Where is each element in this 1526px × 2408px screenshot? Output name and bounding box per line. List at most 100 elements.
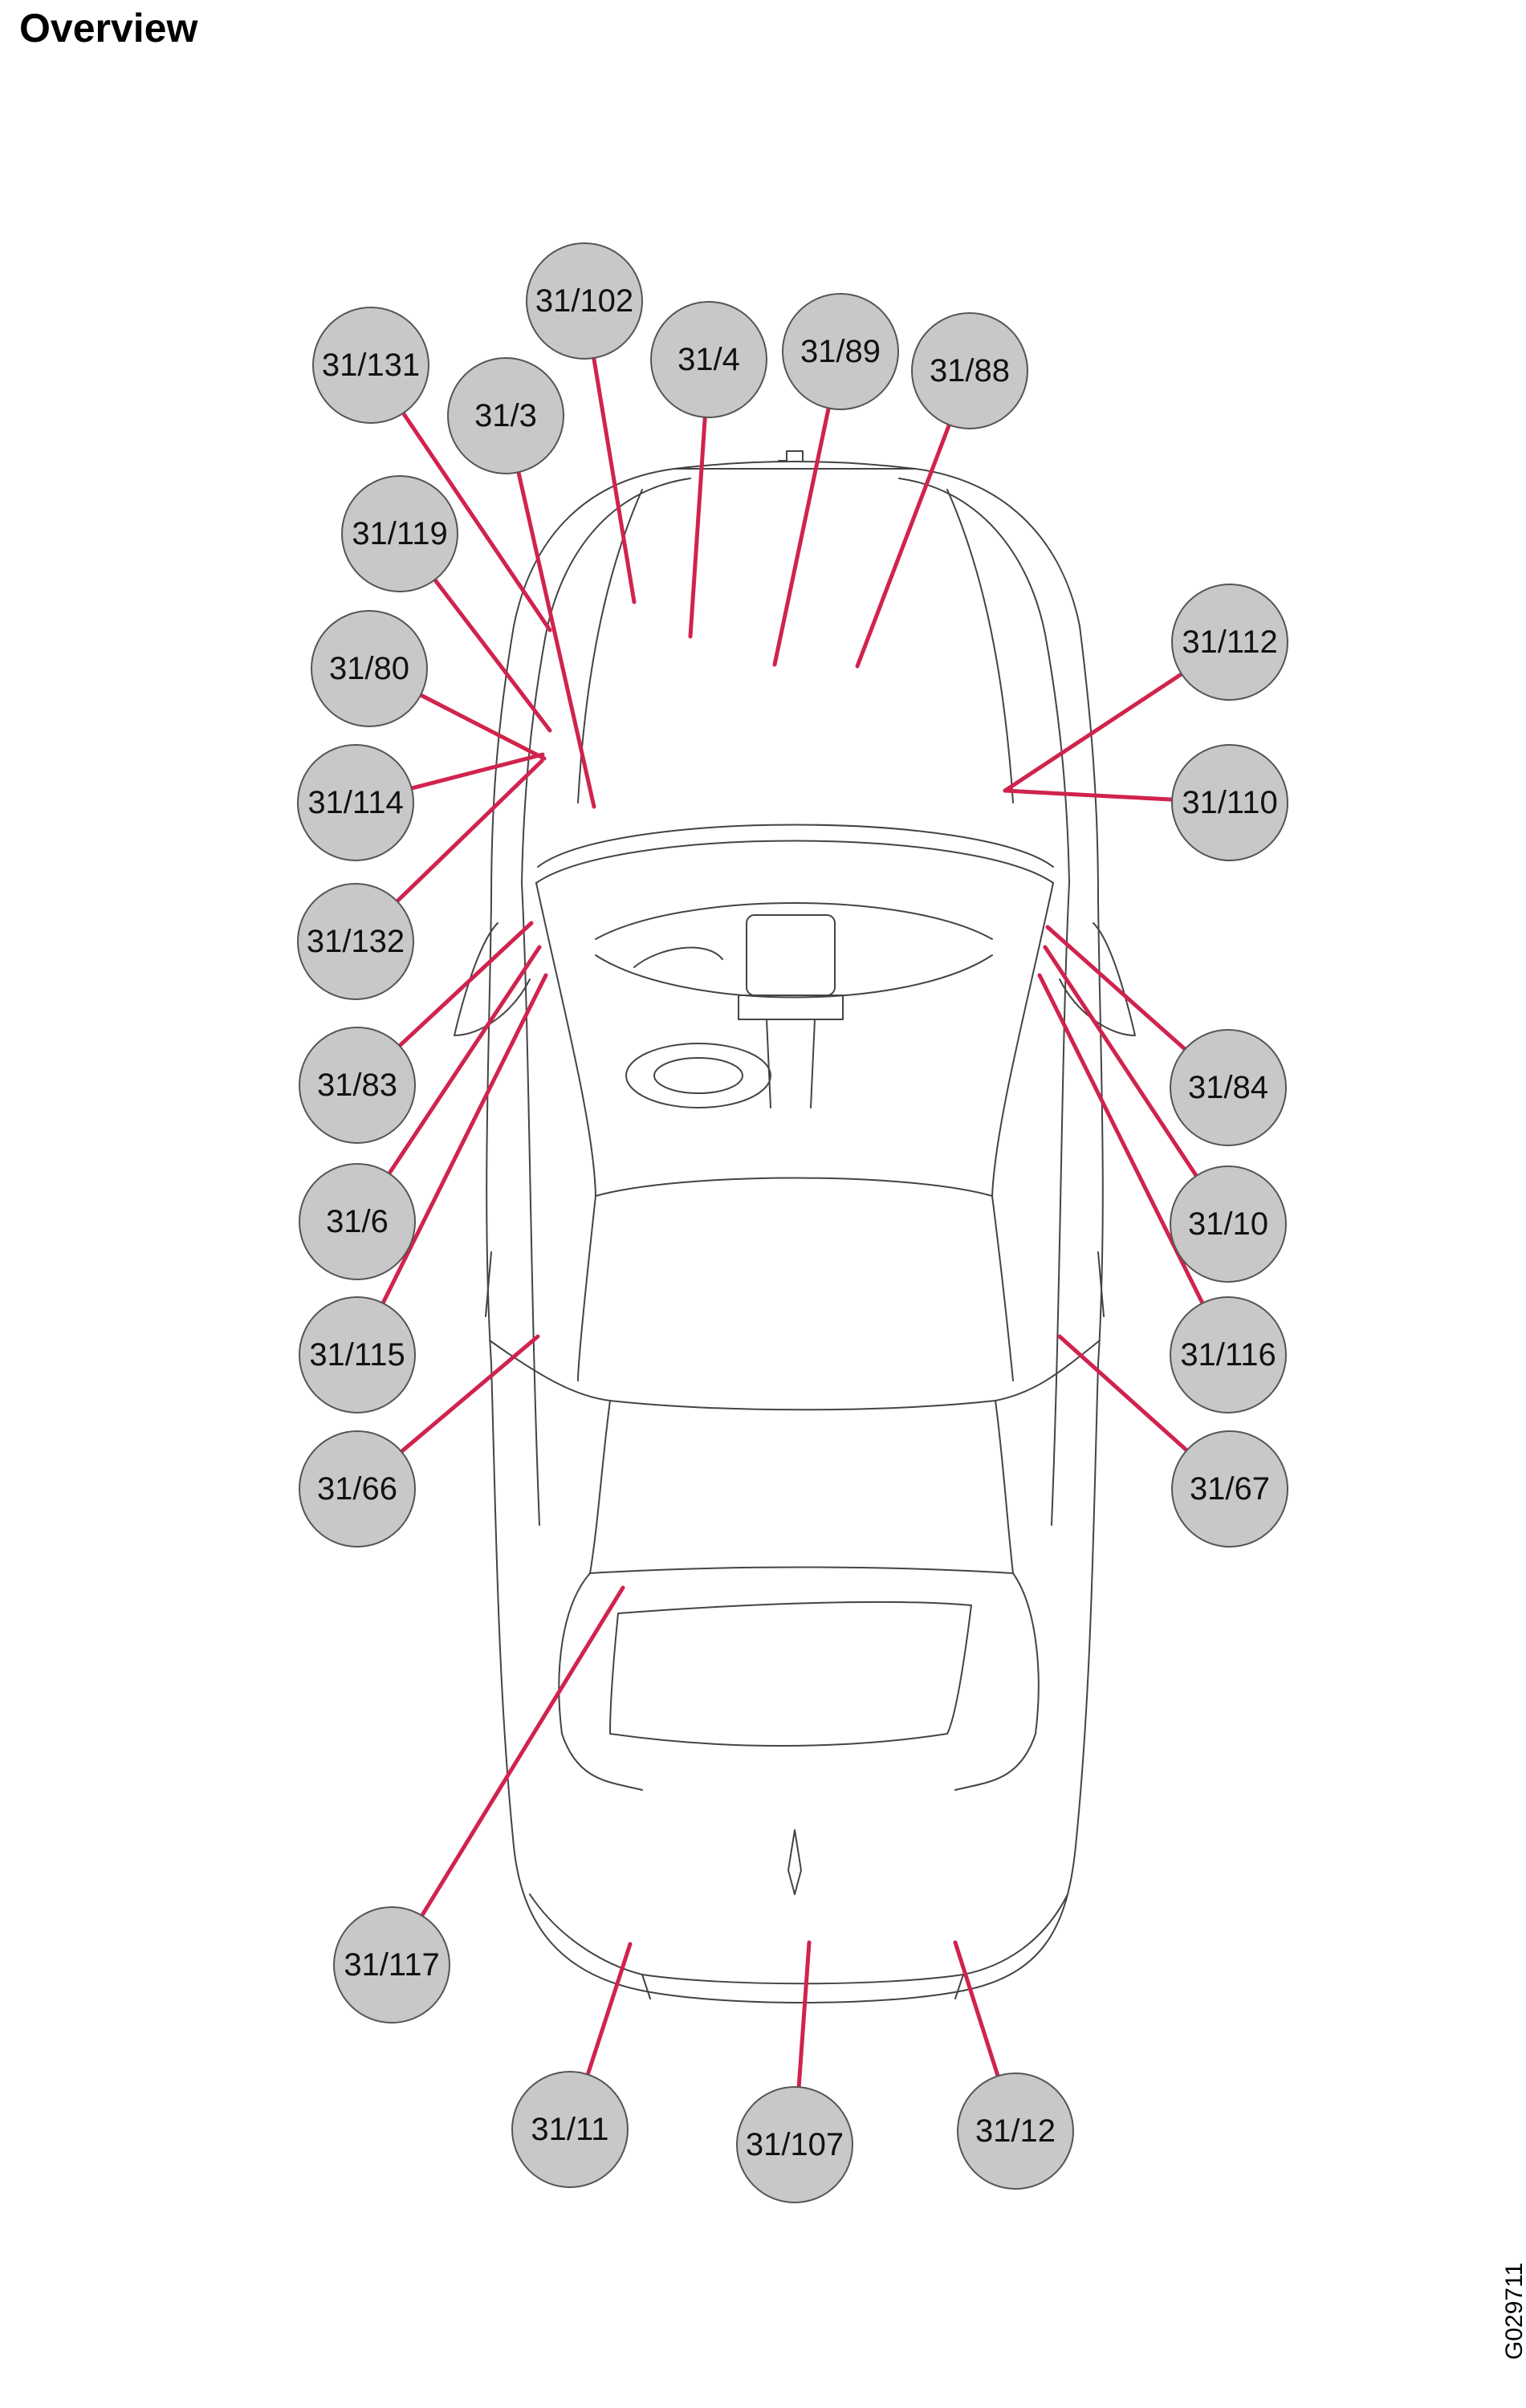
callout-label: 31/80	[329, 651, 409, 686]
callout-31-66: 31/66	[299, 1430, 416, 1548]
callout-31-117: 31/117	[333, 1906, 450, 2024]
callout-badge-circle	[650, 301, 767, 418]
callout-badge-circle	[333, 1906, 450, 2024]
callout-label: 31/12	[975, 2113, 1056, 2149]
callout-label: 31/3	[474, 398, 537, 433]
callout-31-112: 31/112	[1171, 584, 1288, 701]
callout-31-84: 31/84	[1170, 1029, 1287, 1146]
callout-label: 31/117	[344, 1947, 439, 1983]
callout-31-131: 31/131	[312, 307, 429, 424]
callout-label: 31/110	[1182, 785, 1277, 820]
leader-line-31-131	[401, 411, 552, 633]
callout-31-107: 31/107	[736, 2086, 853, 2203]
callout-badge-circle	[1170, 1165, 1287, 1283]
leader-lines	[380, 356, 1205, 2089]
callout-31-102: 31/102	[526, 242, 643, 360]
callout-31-80: 31/80	[311, 610, 428, 727]
callout-badge-circle	[447, 357, 564, 474]
leader-line-31-119	[433, 577, 552, 733]
callout-badge-circle	[1170, 1296, 1287, 1413]
callout-31-132: 31/132	[297, 883, 414, 1000]
leader-line-31-83	[397, 921, 534, 1048]
leader-line-31-84	[1045, 925, 1187, 1051]
callout-badge-circle	[511, 2071, 629, 2188]
callout-badges: 31/131 31/3 31/102 31/4 31/89 31/88 31/119 31/8…	[297, 242, 1288, 2203]
callout-31-115: 31/115	[299, 1296, 416, 1413]
callout-label: 31/132	[307, 924, 405, 959]
callout-badge-circle	[1170, 1029, 1287, 1146]
callout-31-114: 31/114	[297, 744, 414, 861]
callout-31-3: 31/3	[447, 357, 564, 474]
callout-label: 31/83	[317, 1068, 397, 1103]
leader-line-31-10	[1043, 945, 1198, 1178]
callout-label: 31/115	[309, 1337, 405, 1373]
callout-badge-circle	[526, 242, 643, 360]
leader-line-31-88	[855, 422, 951, 669]
callout-badge-circle	[299, 1163, 416, 1280]
callout-badge-circle	[957, 2072, 1074, 2190]
callout-badge-circle	[299, 1296, 416, 1413]
callout-31-10: 31/10	[1170, 1165, 1287, 1283]
callout-badge-circle	[297, 744, 414, 861]
callout-label: 31/6	[326, 1204, 389, 1239]
leader-line-31-107	[796, 1940, 812, 2089]
leader-line-31-12	[953, 1940, 1000, 2078]
callout-badge-circle	[299, 1027, 416, 1144]
callout-label: 31/107	[746, 2127, 844, 2162]
leader-line-31-132	[395, 759, 544, 904]
callout-label: 31/89	[800, 334, 881, 369]
callout-badge-circle	[736, 2086, 853, 2203]
leader-line-31-102	[592, 356, 637, 604]
callout-31-67: 31/67	[1171, 1430, 1288, 1548]
callout-label: 31/10	[1188, 1206, 1268, 1242]
leader-line-31-110	[1003, 788, 1174, 802]
leader-line-31-67	[1057, 1334, 1189, 1453]
callout-label: 31/11	[531, 2112, 608, 2147]
callout-31-12: 31/12	[957, 2072, 1074, 2190]
callout-label: 31/66	[317, 1471, 397, 1507]
callout-label: 31/88	[930, 353, 1010, 388]
callout-badge-circle	[1171, 744, 1288, 861]
callout-label: 31/67	[1190, 1471, 1270, 1507]
leader-line-31-11	[585, 1942, 633, 2077]
callout-31-6: 31/6	[299, 1163, 416, 1280]
figure-id: G029711	[1501, 2262, 1526, 2360]
callout-badge-circle	[911, 312, 1028, 429]
leader-line-31-66	[399, 1334, 540, 1454]
leader-line-31-4	[688, 415, 707, 639]
leader-line-31-114	[409, 752, 545, 791]
leader-line-31-6	[387, 945, 542, 1176]
callout-31-11: 31/11	[511, 2071, 629, 2188]
callout-31-88: 31/88	[911, 312, 1028, 429]
leader-line-31-89	[772, 405, 831, 667]
callout-badge-circle	[312, 307, 429, 424]
callout-label: 31/119	[352, 516, 447, 551]
callout-label: 31/4	[678, 342, 740, 377]
leader-line-31-80	[418, 693, 547, 761]
callout-badge-circle	[299, 1430, 416, 1548]
page-title: Overview	[19, 6, 198, 51]
callout-31-4: 31/4	[650, 301, 767, 418]
callout-label: 31/84	[1188, 1070, 1268, 1105]
callout-31-116: 31/116	[1170, 1296, 1287, 1413]
callout-label: 31/114	[307, 785, 403, 820]
callout-badge-circle	[782, 293, 899, 410]
callout-31-83: 31/83	[299, 1027, 416, 1144]
callout-label: 31/131	[322, 348, 420, 383]
callout-31-110: 31/110	[1171, 744, 1288, 861]
callout-31-89: 31/89	[782, 293, 899, 410]
callout-badge-circle	[1171, 584, 1288, 701]
callout-badge-circle	[297, 883, 414, 1000]
callout-label: 31/102	[535, 283, 633, 319]
callout-badge-circle	[1171, 1430, 1288, 1548]
leader-line-31-117	[420, 1585, 625, 1918]
callout-label: 31/116	[1180, 1337, 1276, 1373]
leader-line-31-112	[1003, 672, 1184, 793]
callout-label: 31/112	[1182, 624, 1277, 660]
callout-badge-circle	[311, 610, 428, 727]
leader-line-31-115	[380, 973, 548, 1306]
callout-badge-circle	[341, 475, 458, 592]
leader-line-31-3	[516, 470, 596, 809]
callout-31-119: 31/119	[341, 475, 458, 592]
